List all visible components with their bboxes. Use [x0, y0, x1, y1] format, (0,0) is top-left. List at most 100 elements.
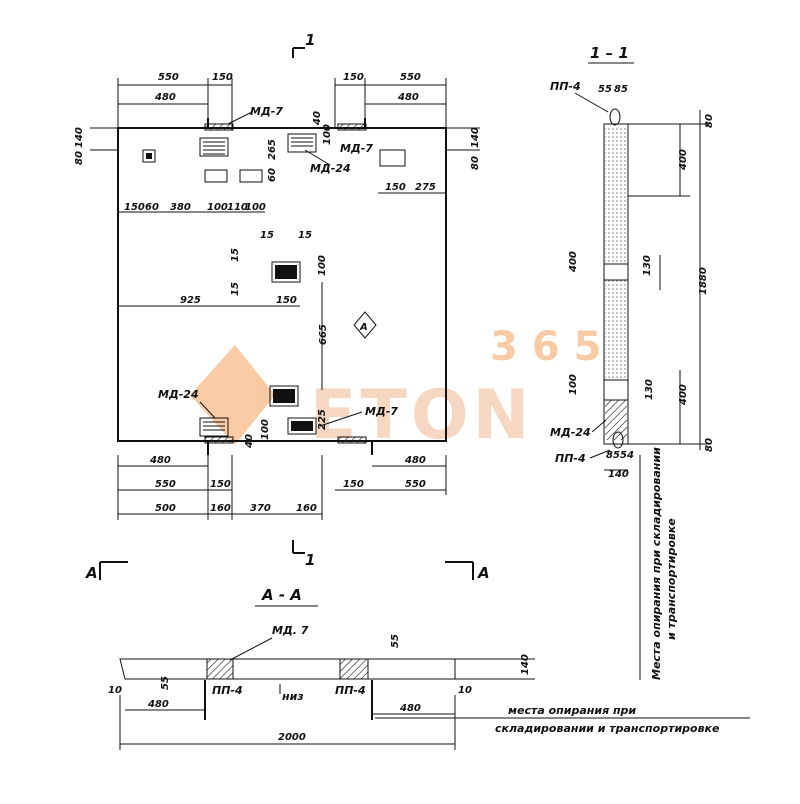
dim-row-110: 110	[227, 202, 248, 213]
dim-60: 60	[267, 168, 278, 182]
dim-aa-55: 55	[390, 634, 401, 648]
dim-top-550-right: 550	[400, 72, 421, 83]
lifting-loop-top	[609, 108, 621, 126]
label-pp4-top: ПП-4	[550, 80, 581, 93]
section-mark-1-top: 1	[305, 31, 315, 49]
watermark-logo-icon	[190, 345, 275, 445]
dim-left-140: 140	[74, 127, 85, 148]
dim-265: 265	[267, 139, 278, 160]
dim-275: 275	[415, 182, 436, 193]
zone-a-marker	[353, 311, 377, 339]
dim-85-bottom: 85	[606, 450, 620, 461]
section-mark-a-right: A	[477, 564, 490, 582]
label-pp4-aa-right: ПП-4	[335, 684, 366, 697]
dim-130-mid: 130	[642, 255, 653, 276]
dim-925: 925	[180, 295, 201, 306]
md7-loop-top-right	[337, 123, 367, 131]
dim-aa-55-bottom: 55	[160, 676, 171, 690]
dim-400-mid: 400	[568, 251, 579, 273]
section-mark-a-left: A	[85, 564, 98, 582]
dim-bot-500: 500	[155, 503, 176, 514]
label-md24-bottom: МД-24	[158, 388, 199, 401]
dim-right-80: 80	[470, 156, 481, 170]
dim-aa-10-left: 10	[108, 685, 122, 696]
dim-140: 140	[608, 469, 629, 480]
label-md7-mid: МД-7	[340, 142, 373, 155]
dim-400-bottom: 400	[678, 384, 689, 406]
dim-right-140: 140	[470, 127, 481, 148]
label-md7-bottom: МД-7	[365, 405, 398, 418]
dim-aa-10-right: 10	[458, 685, 472, 696]
dim-1880: 1880	[698, 267, 709, 295]
plate-center	[271, 261, 301, 283]
plate-md24-2	[287, 133, 317, 153]
md7-insert-left	[206, 658, 234, 680]
dim-15b: 15	[298, 230, 312, 241]
dim-left-80: 80	[74, 151, 85, 165]
dim-row-100b: 100	[245, 202, 266, 213]
md7-loop-bottom-right	[337, 436, 367, 444]
dim-row-100a: 100	[207, 202, 228, 213]
label-md7-top: МД-7	[250, 105, 283, 118]
dim-55: 55	[598, 84, 612, 95]
dim-bot-550b: 550	[405, 479, 426, 490]
zone-a-label: А	[359, 322, 368, 333]
watermark: ETON 365	[190, 324, 616, 455]
dim-bot-480b: 480	[404, 455, 426, 466]
dim-bot-480a: 480	[149, 455, 171, 466]
watermark-number: 365	[490, 324, 616, 370]
dim-top-150-right: 150	[343, 72, 364, 83]
support-note-vertical-line1: Места опирания при складировании	[650, 447, 663, 680]
dim-row-60: 60	[145, 202, 159, 213]
lifting-loop-bottom	[612, 431, 624, 449]
dim-100a: 100	[322, 124, 333, 145]
dim-15d: 15	[230, 282, 241, 296]
md7-loop-bottom-left	[204, 436, 234, 444]
plate-md24-1	[199, 137, 229, 157]
section-1-1-title: 1 – 1	[590, 44, 629, 62]
dim-150b: 150	[385, 182, 406, 193]
label-niz: низ	[282, 690, 304, 703]
dim-bot-160a: 160	[210, 503, 231, 514]
md7-insert-right	[339, 658, 369, 680]
dim-15c: 15	[230, 248, 241, 262]
dim-225: 225	[317, 409, 328, 430]
label-pp4-bottom: ПП-4	[555, 452, 586, 465]
label-md24-section: МД-24	[550, 426, 591, 439]
plan-view: 1 1 550 150 480 150 550 480 140 80 140 8…	[74, 31, 481, 569]
dim-aa-480-left: 480	[147, 699, 169, 710]
opening-small-1	[142, 149, 156, 163]
dim-top-550-left: 550	[158, 72, 179, 83]
label-pp4-aa-left: ПП-4	[212, 684, 243, 697]
dim-400-top: 400	[678, 149, 689, 171]
dim-bot-150b: 150	[343, 479, 364, 490]
section-a-a-view: A A А - А МД. 7 55 140 10 55 ПП-4 низ ПП…	[85, 561, 750, 750]
dim-row-380: 380	[170, 202, 191, 213]
dim-bot-160b: 160	[296, 503, 317, 514]
dim-top-480-left: 480	[154, 92, 176, 103]
dim-aa-2000: 2000	[278, 732, 306, 743]
dim-aa-480-right: 480	[399, 703, 421, 714]
dim-40: 40	[312, 111, 323, 126]
label-md7-aa: МД. 7	[272, 624, 309, 637]
section-mark-1-bottom: 1	[305, 551, 315, 569]
section-1-1-view: 1 – 1 ПП-4 55 85 80 400 1880 400 130 100…	[550, 44, 715, 680]
dim-bot-150a: 150	[210, 479, 231, 490]
dim-100: 100	[568, 374, 579, 395]
dim-80-top: 80	[704, 114, 715, 128]
dim-top-480-right: 480	[397, 92, 419, 103]
dim-100d: 100	[260, 419, 271, 440]
plan-outline	[117, 127, 447, 442]
md7-loop-top-left	[204, 123, 234, 131]
dim-bot-370: 370	[250, 503, 271, 514]
dim-bot-550a: 550	[155, 479, 176, 490]
dim-aa-140: 140	[520, 654, 531, 675]
section-a-a-body	[119, 658, 456, 680]
section-1-1-body	[603, 123, 629, 445]
section-a-a-title: А - А	[261, 586, 302, 604]
dim-100c: 100	[317, 255, 328, 276]
dim-54: 54	[620, 450, 634, 461]
opening-3	[239, 169, 263, 183]
